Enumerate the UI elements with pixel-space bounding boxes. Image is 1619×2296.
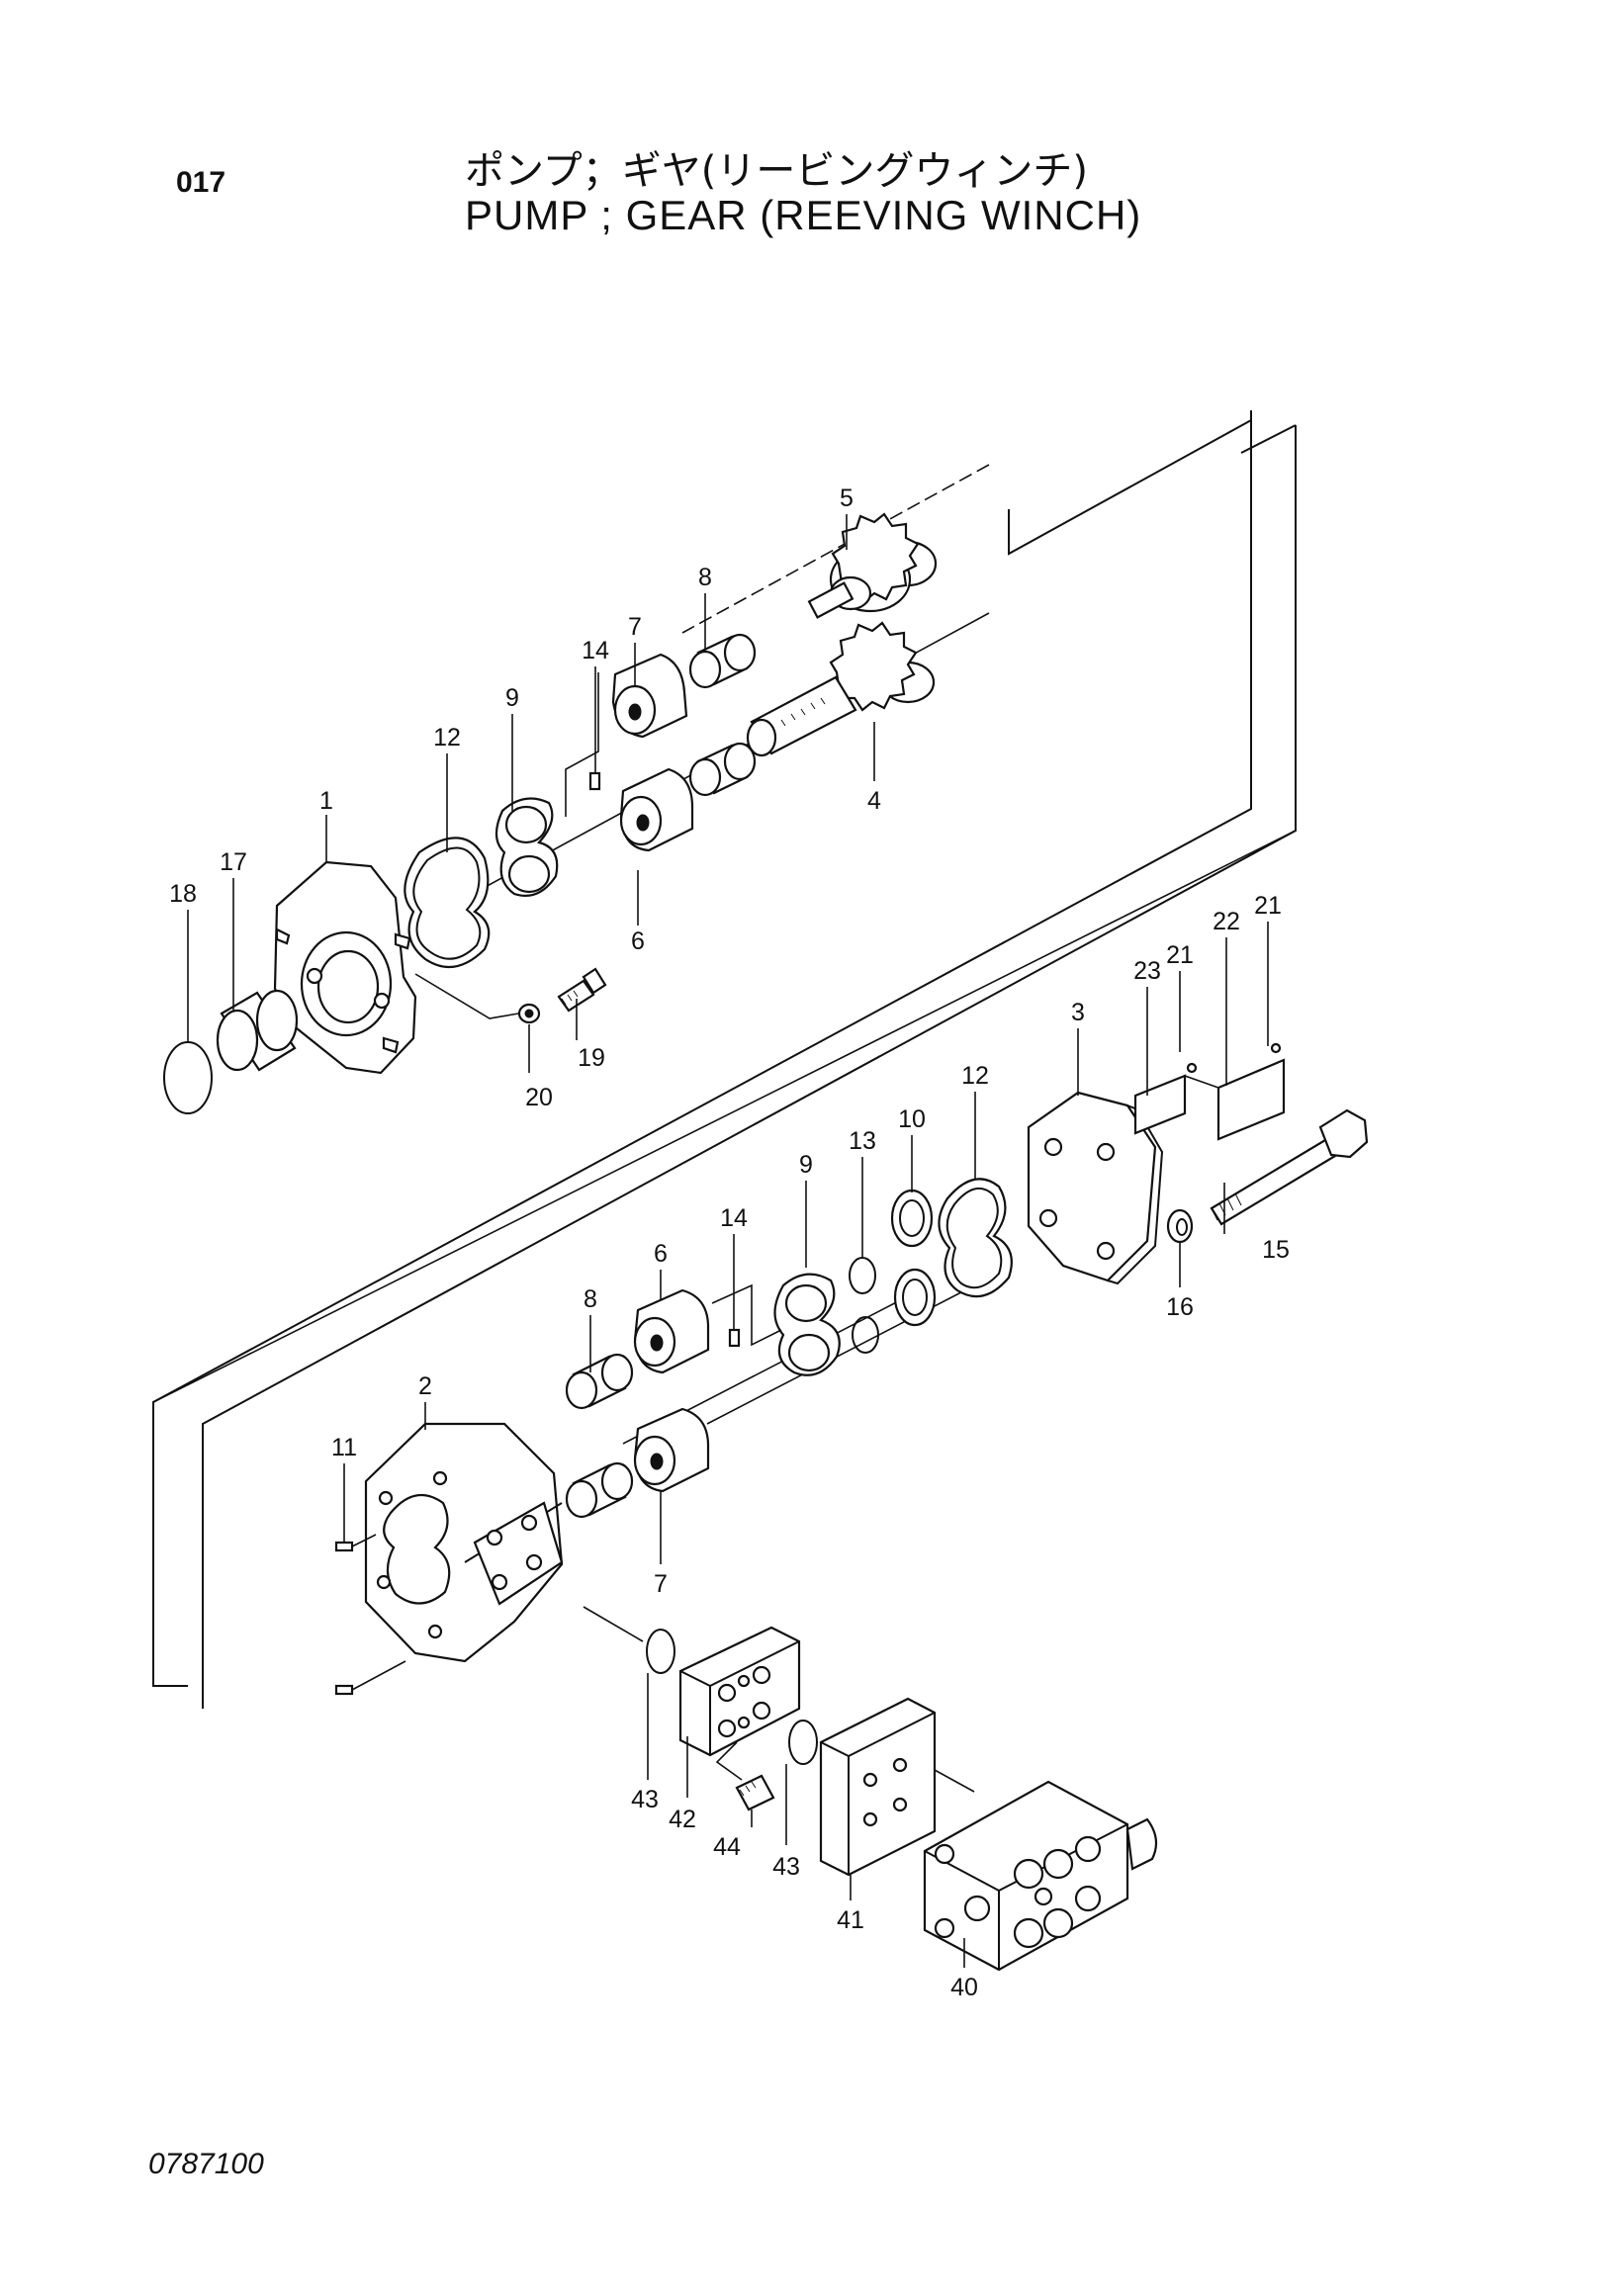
dowel-pin-11-b xyxy=(334,1684,354,1696)
callout-20: 20 xyxy=(525,1084,553,1111)
bushing-8-lower xyxy=(565,1353,634,1410)
callout-14-lower: 14 xyxy=(720,1204,748,1232)
callout-18: 18 xyxy=(169,880,197,908)
callout-7-lower: 7 xyxy=(654,1570,668,1598)
body-leader-o-ring xyxy=(583,1606,644,1642)
drawing-number: 0787100 xyxy=(148,2148,264,2180)
callout-7-upper: 7 xyxy=(628,613,642,641)
callout-12-upper: 12 xyxy=(433,724,461,751)
rear-cover-3 xyxy=(1027,1091,1164,1285)
callout-15: 15 xyxy=(1262,1236,1290,1264)
gear-5 xyxy=(807,512,938,619)
title-japanese: ポンプ；ギヤ(リービングウィンチ) xyxy=(465,148,1089,194)
o-ring-13-b xyxy=(852,1316,879,1354)
callout-42: 42 xyxy=(669,1806,696,1833)
callout-16: 16 xyxy=(1166,1293,1194,1321)
callout-9-upper: 9 xyxy=(505,684,519,712)
plate-41 xyxy=(819,1697,937,1877)
pin-14-leader xyxy=(565,672,599,817)
callout-labels: 1 2 3 4 5 6 6 7 7 8 8 9 9 10 11 12 12 13… xyxy=(169,485,1290,2001)
callout-2: 2 xyxy=(418,1372,432,1400)
pin-11-leader-a xyxy=(351,1534,377,1547)
callout-14-upper: 14 xyxy=(582,637,609,664)
callout-12-lower: 12 xyxy=(961,1062,989,1090)
bearing-block-6-lower xyxy=(633,1288,710,1374)
plate-link xyxy=(1184,1075,1219,1089)
pin-14-lower xyxy=(728,1328,741,1348)
callout-5: 5 xyxy=(840,485,854,512)
plate-22 xyxy=(1216,1058,1286,1141)
callout-8-lower: 8 xyxy=(584,1285,597,1313)
bushing-8-upper-2 xyxy=(688,742,757,797)
callout-41: 41 xyxy=(837,1906,864,1934)
callout-43-a: 43 xyxy=(631,1786,659,1813)
pin-14-lower-leader xyxy=(711,1283,782,1347)
plate-23 xyxy=(1133,1074,1187,1135)
callout-13: 13 xyxy=(849,1127,876,1155)
seal-12-upper xyxy=(404,837,491,969)
callout-23: 23 xyxy=(1133,957,1161,985)
bushing-8-lower-2 xyxy=(565,1461,634,1519)
bushing-8-upper xyxy=(688,633,757,689)
pin-11-leader-b xyxy=(351,1660,406,1691)
seal-12-lower xyxy=(938,1178,1013,1298)
screw-21-b xyxy=(1270,1042,1282,1054)
washer-16 xyxy=(1166,1208,1194,1244)
frame-diagonal-long xyxy=(152,830,1297,1403)
callout-3: 3 xyxy=(1071,999,1085,1026)
bearing-block-6-upper xyxy=(619,767,694,852)
callout-22: 22 xyxy=(1213,908,1240,935)
assembly-frame-step xyxy=(1008,419,1252,556)
callout-43-b: 43 xyxy=(772,1853,800,1881)
valve-block-40 xyxy=(923,1780,1158,1972)
callout-11: 11 xyxy=(331,1434,357,1461)
callout-40: 40 xyxy=(950,1974,978,2001)
callout-6-lower: 6 xyxy=(654,1240,668,1268)
assembly-frame-top xyxy=(1240,424,1297,454)
bolt-44 xyxy=(735,1774,775,1811)
shaft-axis-lower-2 xyxy=(706,1280,985,1425)
adapter-plate-42 xyxy=(678,1626,801,1757)
callout-4: 4 xyxy=(867,787,881,815)
callout-21-b: 21 xyxy=(1254,892,1282,920)
o-ring-13-a xyxy=(849,1257,876,1294)
page-number: 017 xyxy=(176,166,226,199)
callout-17: 17 xyxy=(220,848,247,876)
title-english: PUMP ; GEAR (REEVING WINCH) xyxy=(465,192,1142,238)
callout-leaders xyxy=(187,514,1269,1968)
assembly-frame-outer xyxy=(152,410,1252,1687)
callout-8-upper: 8 xyxy=(698,564,712,591)
bearing-block-7-upper xyxy=(611,653,688,739)
dowel-pin-11-a xyxy=(334,1541,354,1552)
gear-shaft-4 xyxy=(746,621,936,757)
snap-ring-18 xyxy=(163,1041,213,1114)
plate-41-leader xyxy=(934,1769,975,1793)
oil-seal-17 xyxy=(216,989,299,1072)
front-cover-1 xyxy=(273,860,417,1075)
bearing-block-7-lower xyxy=(633,1407,710,1493)
o-ring-43-b xyxy=(788,1720,818,1765)
pin-14-upper xyxy=(588,771,601,791)
assembly-frame-inner xyxy=(202,425,1297,1709)
bolt-19-leader xyxy=(414,973,519,1019)
bolt-44-leader xyxy=(715,1741,743,1781)
callout-21-a: 21 xyxy=(1166,941,1194,969)
ring-10-b xyxy=(893,1268,937,1327)
pump-body-2 xyxy=(364,1422,564,1663)
callout-19: 19 xyxy=(578,1044,605,1072)
callout-9-lower: 9 xyxy=(799,1151,813,1179)
callout-44: 44 xyxy=(713,1833,741,1861)
callout-1: 1 xyxy=(319,787,333,815)
bolt-19 xyxy=(557,967,607,1013)
bolt-15 xyxy=(1210,1108,1369,1226)
callout-10: 10 xyxy=(898,1105,926,1133)
callout-6-upper: 6 xyxy=(631,927,645,955)
screw-21-a xyxy=(1186,1062,1198,1074)
o-ring-43-a xyxy=(646,1629,675,1674)
ring-10-a xyxy=(890,1189,934,1248)
